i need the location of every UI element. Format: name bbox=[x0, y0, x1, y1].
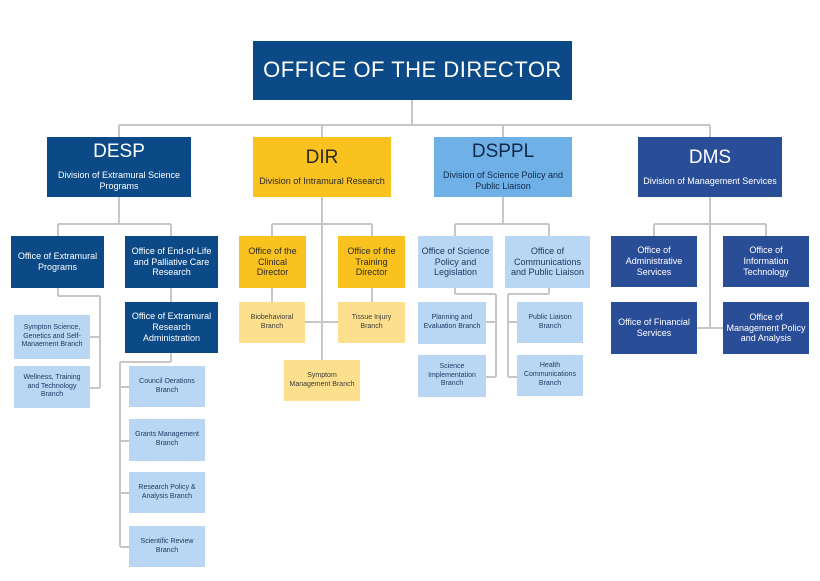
office-communications-label: Office of Communications and Public Liai… bbox=[510, 245, 585, 278]
office-science-policy: Office of Science Policy and Legislation bbox=[418, 236, 493, 288]
branch-symptom-science-label: Sympton Science, Genetics and Self-Manae… bbox=[21, 323, 83, 349]
branch-research-policy: Research Policy & Analysis Branch bbox=[129, 472, 205, 513]
division-dir-acronym: DIR bbox=[305, 146, 339, 168]
office-research-administration: Office of Extramural Research Administra… bbox=[125, 302, 218, 353]
branch-health-communications: Health Communications Branch bbox=[517, 355, 583, 396]
office-communications: Office of Communications and Public Liai… bbox=[505, 236, 590, 288]
division-dsppl-name: Division of Science Policy and Public Li… bbox=[442, 170, 564, 192]
office-administrative-services-label: Office of Administrative Services bbox=[625, 245, 683, 277]
office-extramural-programs: Office of Extramural Programs bbox=[11, 236, 104, 288]
division-dir: DIR Division of Intramural Research bbox=[253, 137, 391, 197]
office-research-administration-label: Office of Extramural Research Administra… bbox=[131, 311, 212, 343]
branch-biobehavioral-label: Biobehavioral Branch bbox=[250, 313, 294, 330]
branch-scientific-review: Scientific Review Branch bbox=[129, 526, 205, 567]
division-dms: DMS Division of Management Services bbox=[638, 137, 782, 197]
office-information-technology: Office of Information Technology bbox=[723, 236, 809, 287]
branch-grants-management: Grants Management Branch bbox=[129, 419, 205, 461]
branch-biobehavioral: Biobehavioral Branch bbox=[239, 302, 305, 343]
branch-planning-evaluation: Planning and Evaluation Branch bbox=[418, 302, 486, 344]
branch-council-operations: Council Oerations Branch bbox=[129, 366, 205, 407]
director-title: OFFICE OF THE DIRECTOR bbox=[263, 57, 562, 83]
branch-symptom-science: Sympton Science, Genetics and Self-Manae… bbox=[14, 315, 90, 359]
branch-tissue-injury-label: Tissue Injury Branch bbox=[351, 313, 392, 330]
branch-grants-management-label: Grants Management Branch bbox=[135, 431, 199, 447]
branch-science-implementation: Science Implementation Branch bbox=[418, 355, 486, 397]
office-of-the-director: OFFICE OF THE DIRECTOR bbox=[253, 41, 572, 100]
division-desp-name: Division of Extramural Science Programs bbox=[57, 170, 181, 192]
branch-public-liaison: Public Liaison Branch bbox=[517, 302, 583, 343]
office-administrative-services: Office of Administrative Services bbox=[611, 236, 697, 287]
office-extramural-programs-label: Office of Extramural Programs bbox=[17, 251, 98, 272]
branch-wellness-label: Wellness, Training and Technology Branch bbox=[23, 373, 81, 399]
office-financial-services-label: Office of Financial Services bbox=[618, 317, 690, 338]
division-dir-name: Division of Intramural Research bbox=[259, 175, 385, 186]
office-information-technology-label: Office of Information Technology bbox=[743, 245, 789, 277]
office-financial-services: Office of Financial Services bbox=[611, 302, 697, 354]
office-science-policy-label: Office of Science Policy and Legislation bbox=[421, 245, 490, 278]
division-desp-acronym: DESP bbox=[93, 141, 145, 163]
office-management-policy-label: Office of Management Policy and Analysis bbox=[726, 311, 806, 344]
office-training-director-label: Office of the Training Director bbox=[347, 245, 396, 278]
office-training-director: Office of the Training Director bbox=[338, 236, 405, 288]
office-clinical-director-label: Office of the Clinical Director bbox=[248, 245, 297, 278]
branch-scientific-review-label: Scientific Review Branch bbox=[140, 537, 194, 554]
office-clinical-director: Office of the Clinical Director bbox=[239, 236, 306, 288]
branch-symptom-management-label: Symptom Management Branch bbox=[289, 371, 355, 388]
branch-planning-evaluation-label: Planning and Evaluation Branch bbox=[423, 314, 481, 330]
division-dsppl-acronym: DSPPL bbox=[471, 141, 535, 163]
division-dms-acronym: DMS bbox=[688, 146, 732, 168]
office-management-policy: Office of Management Policy and Analysis bbox=[723, 302, 809, 354]
branch-public-liaison-label: Public Liaison Branch bbox=[528, 313, 572, 330]
division-dms-name: Division of Management Services bbox=[643, 175, 777, 186]
office-end-of-life-label: Office of End-of-Life and Palliative Car… bbox=[131, 245, 212, 278]
division-dsppl: DSPPL Division of Science Policy and Pub… bbox=[434, 137, 572, 197]
division-desp: DESP Division of Extramural Science Prog… bbox=[47, 137, 191, 197]
branch-wellness: Wellness, Training and Technology Branch bbox=[14, 366, 90, 408]
branch-health-communications-label: Health Communications Branch bbox=[523, 362, 577, 387]
branch-research-policy-label: Research Policy & Analysis Branch bbox=[138, 483, 196, 500]
branch-council-operations-label: Council Oerations Branch bbox=[139, 377, 195, 394]
branch-tissue-injury: Tissue Injury Branch bbox=[338, 302, 405, 343]
branch-symptom-management: Symptom Management Branch bbox=[284, 360, 360, 401]
branch-science-implementation-label: Science Implementation Branch bbox=[428, 362, 476, 388]
office-end-of-life: Office of End-of-Life and Palliative Car… bbox=[125, 236, 218, 288]
